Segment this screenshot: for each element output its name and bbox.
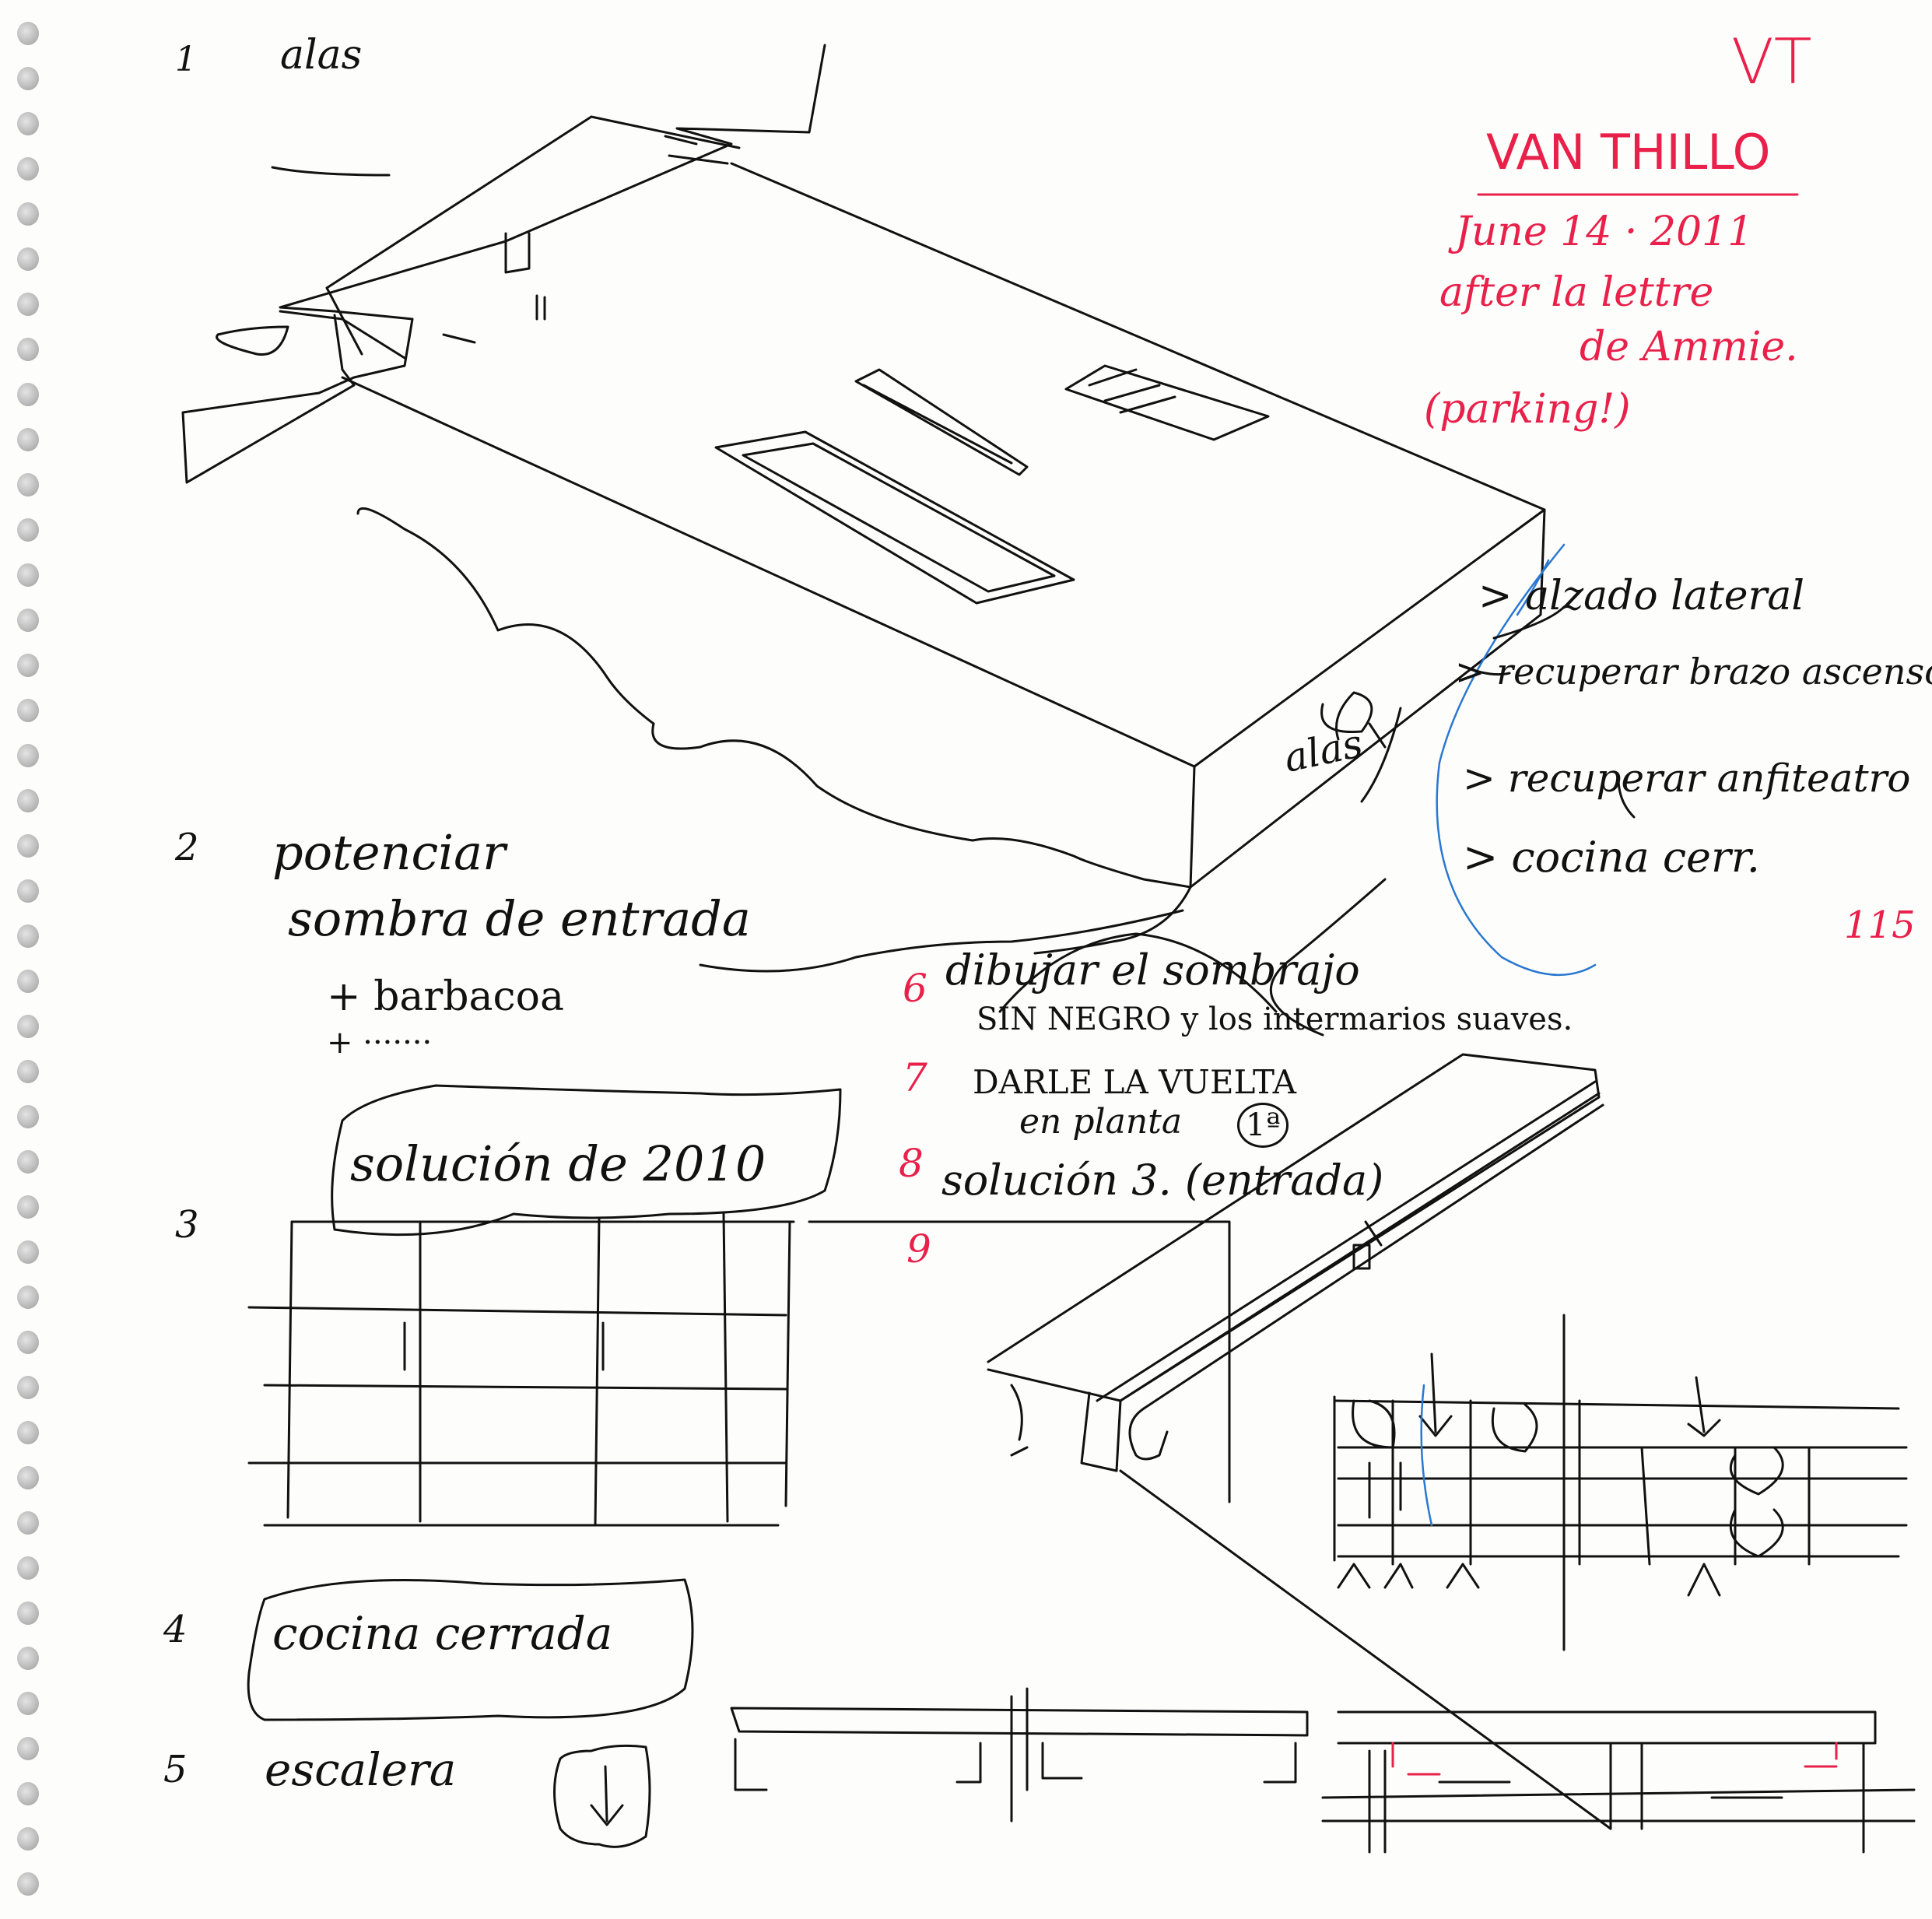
binding-hole <box>17 202 39 226</box>
header-line2: de Ammie. <box>1580 324 1798 370</box>
binding-hole <box>17 1692 39 1715</box>
binding-hole <box>17 609 39 632</box>
binding-hole <box>17 1782 39 1805</box>
note-7-line2: en planta <box>1019 1102 1183 1142</box>
sketch-plan-grid <box>1333 1314 1908 1651</box>
note-4-number: 4 <box>163 1608 188 1651</box>
note-2-number: 2 <box>175 826 199 869</box>
binding-hole <box>17 1737 39 1760</box>
binding-hole <box>17 383 39 406</box>
header-name: VAN THILLO <box>1486 124 1771 181</box>
binding-hole <box>17 1105 39 1128</box>
binding-hole <box>17 22 39 45</box>
note-8-number: 8 <box>899 1141 924 1186</box>
note-6-line2: SIN NEGRO y los intermarios suaves. <box>977 1002 1573 1037</box>
binding-hole <box>17 970 39 993</box>
note-7-number: 7 <box>903 1055 927 1100</box>
binding-hole <box>17 654 39 677</box>
sketch-wing-perspective <box>181 44 826 484</box>
side-list-item-4: > cocina cerr. <box>1463 833 1760 882</box>
note-2-line2: sombra de entrada <box>288 890 751 947</box>
note-5-number: 5 <box>163 1748 188 1791</box>
note-6-line1: dibujar el sombrajo <box>945 945 1360 995</box>
side-list-item-1: > alzado lateral <box>1478 573 1805 619</box>
binding-hole <box>17 428 39 451</box>
binding-hole <box>17 67 39 90</box>
note-4-text: cocina cerrada <box>272 1607 613 1660</box>
binding-hole <box>17 157 39 181</box>
binding-hole <box>17 744 39 767</box>
binding-hole <box>17 1647 39 1670</box>
binding-hole <box>17 1286 39 1309</box>
header-line1: after la lettre <box>1439 269 1714 316</box>
binding-hole <box>17 1511 39 1535</box>
note-5-text: escalera <box>265 1743 457 1796</box>
binding-hole <box>17 112 39 135</box>
side-list-connector <box>1469 605 1636 819</box>
binding-hole <box>17 563 39 587</box>
note-6-number: 6 <box>903 966 927 1011</box>
binding-hole <box>17 1827 39 1851</box>
binding-hole <box>17 1872 39 1896</box>
note-9-number: 9 <box>906 1226 931 1272</box>
note-7-badge: 1ª <box>1237 1103 1289 1148</box>
sketch-rotated-perspective <box>808 878 1612 1830</box>
binding-hole <box>17 924 39 948</box>
note-2-line1: potenciar <box>272 824 506 881</box>
binding-hole <box>17 293 39 316</box>
page-number: 115 <box>1844 903 1916 947</box>
side-list-item-2: > recuperar brazo ascensor <box>1455 651 1932 693</box>
note-7-line1: DARLE LA VUELTA <box>973 1063 1297 1101</box>
binding-hole <box>17 699 39 722</box>
binding-hole <box>17 834 39 858</box>
binding-hole <box>17 1331 39 1354</box>
binding-hole <box>17 1556 39 1580</box>
binding-hole <box>17 518 39 542</box>
binding-hole <box>17 1240 39 1264</box>
header-date: June 14 · 2011 <box>1455 209 1754 255</box>
binding-hole <box>17 789 39 812</box>
side-list-item-3: > recuperar anfiteatro <box>1463 756 1911 801</box>
note-1-text: alas <box>280 32 363 79</box>
binding-hole <box>17 879 39 903</box>
note-3-text: solución de 2010 <box>350 1135 766 1192</box>
header-line3: (parking!) <box>1424 386 1631 433</box>
binding-hole <box>17 338 39 361</box>
binding-hole <box>17 1376 39 1399</box>
spiral-binding <box>0 0 54 1919</box>
sketch-grid-2010 <box>247 1084 842 1527</box>
binding-hole <box>17 1466 39 1489</box>
binding-hole <box>17 1421 39 1444</box>
header-initials: VT <box>1731 26 1812 98</box>
note-1-number: 1 <box>175 40 197 79</box>
binding-hole <box>17 1150 39 1174</box>
binding-hole <box>17 247 39 271</box>
sketch-slab-perspective <box>341 162 1546 973</box>
note-8-text: solución 3. (entrada) <box>941 1156 1384 1205</box>
binding-hole <box>17 1602 39 1625</box>
note-2-plus2: + ······· <box>327 1025 433 1061</box>
sketch-section <box>730 1687 1916 1854</box>
note-3-number: 3 <box>175 1203 199 1247</box>
binding-hole <box>17 1195 39 1219</box>
blue-ink-stroke <box>1436 543 1597 977</box>
sketch-boxes-4-5 <box>247 1578 694 1848</box>
note-2-plus1: + barbacoa <box>327 974 564 1020</box>
binding-hole <box>17 473 39 496</box>
binding-hole <box>17 1015 39 1038</box>
binding-hole <box>17 1060 39 1083</box>
